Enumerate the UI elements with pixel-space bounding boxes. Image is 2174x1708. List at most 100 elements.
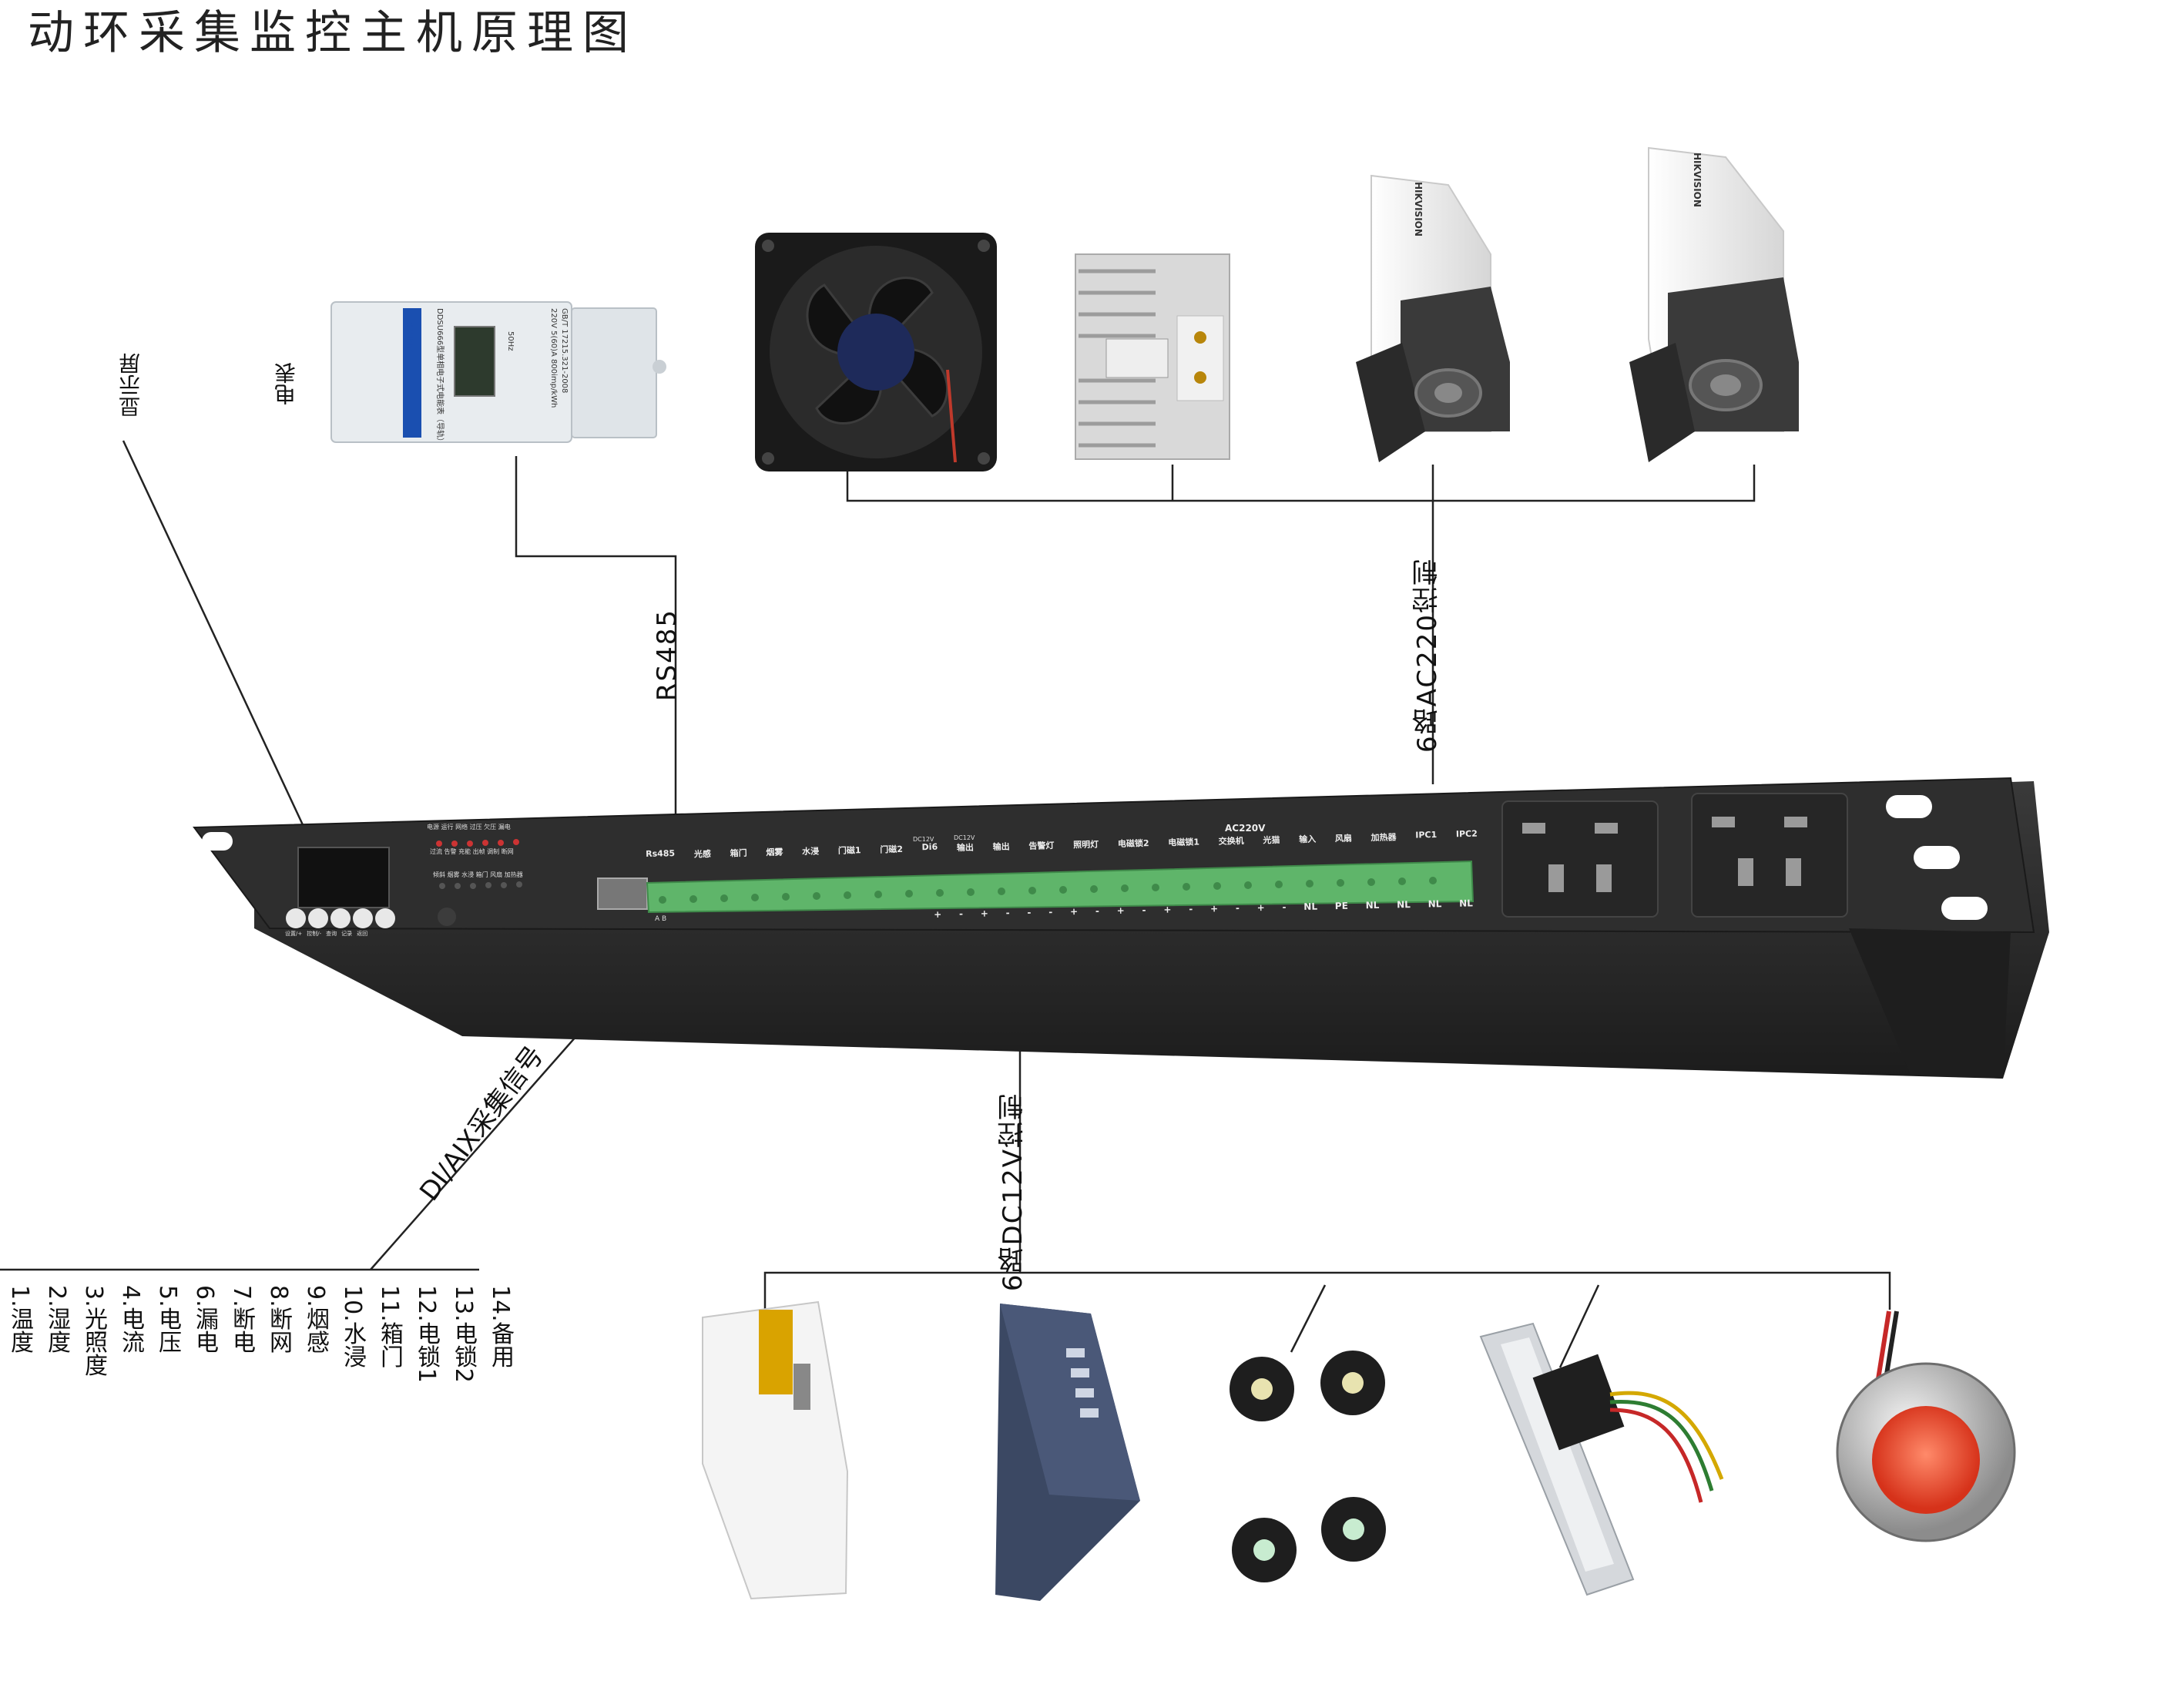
signal-item: 5.电压 [154, 1285, 181, 1354]
line-ac-bus [846, 465, 1756, 502]
terminal-label: 水浸 [801, 846, 820, 857]
terminal-label: 门磁2 [880, 844, 904, 855]
power-meter [330, 301, 666, 443]
camera-2-brand: HIKVISION [1692, 153, 1703, 207]
monitor-host-chassis [193, 777, 2049, 1079]
signal-item: 3.光照度 [80, 1285, 107, 1377]
terminal-label: Rs485 [646, 848, 676, 859]
terminal-label: IPC2 [1455, 828, 1478, 840]
polarity-label: NL [1459, 898, 1474, 909]
label-rs485: RS485 [652, 609, 683, 702]
polarity-label: NL [1303, 901, 1318, 912]
terminal-label: 烟雾 [766, 847, 783, 858]
terminal-label: 照明灯 [1072, 839, 1099, 851]
camera-1 [1356, 174, 1510, 462]
terminal-label: 光猫 [1263, 834, 1280, 846]
camera-1-brand: HIKVISION [1413, 182, 1424, 237]
dc12v-label-1: DC12V [913, 836, 934, 843]
polarity-label: + [1209, 903, 1219, 914]
polarity-label: - [1048, 906, 1053, 918]
terminal-label: 交换机 [1218, 836, 1244, 847]
polarity-label: - [1142, 904, 1146, 916]
terminal-label: 输出 [992, 841, 1010, 852]
page-title: 动环采集监控主机原理图 [28, 6, 638, 60]
terminal-label: IPC1 [1415, 829, 1438, 841]
polarity-label: NL [1397, 899, 1411, 911]
terminal-label: 加热器 [1370, 832, 1397, 843]
signal-item: 4.电流 [117, 1285, 144, 1354]
signal-item: 14.备用 [487, 1285, 514, 1368]
polarity-label: - [1027, 907, 1032, 918]
signal-item: 2.湿度 [43, 1285, 70, 1354]
signal-item: 12.电锁1 [413, 1285, 440, 1383]
fan [755, 233, 997, 471]
polarity-label: - [1189, 903, 1193, 915]
terminal-label: 输入 [1298, 834, 1317, 845]
polarity-label: + [1256, 902, 1265, 914]
terminal-label: 光感 [693, 848, 712, 860]
terminal-label: 输出 [956, 842, 975, 854]
signal-item: 6.漏电 [191, 1285, 218, 1354]
meter-freq: 50Hz [506, 331, 515, 351]
polarity-label: NL [1428, 898, 1442, 910]
signal-item: 9.烟感 [302, 1285, 329, 1354]
line-display [122, 440, 312, 842]
signal-item: 10.水浸 [339, 1285, 366, 1368]
polarity-label: - [958, 908, 964, 920]
line-rs485 [515, 456, 677, 867]
line-dc-sensor [1290, 1284, 1327, 1353]
indicator-row-1: 电源 运行 网络 过压 欠压 漏电 [427, 824, 511, 831]
polarity-label: + [980, 908, 989, 919]
polarity-label: - [1282, 901, 1287, 913]
line-dc-lock [1558, 1284, 1600, 1368]
meter-spec: 220V 5(60)A 800imp/kWh [549, 308, 558, 408]
label-display: 显示屏 [118, 353, 143, 418]
ac220v-label: AC220V [1225, 823, 1266, 834]
terminal-label: 箱门 [730, 847, 747, 859]
dc12v-label-2: DC12V [954, 834, 975, 841]
indicator-row-3: 倾斜 烟雾 水浸 箱门 风扇 加热器 [433, 871, 523, 878]
sensors [1230, 1351, 1386, 1582]
polarity-label: + [1069, 906, 1079, 918]
terminal-label: 电磁锁1 [1168, 837, 1200, 848]
signal-item: 11.箱门 [376, 1285, 403, 1368]
rj45-ab-label: A B [655, 915, 667, 923]
polarity-label: - [1095, 905, 1100, 917]
signal-item: 1.温度 [6, 1285, 33, 1354]
terminal-label: Di6 [921, 841, 938, 853]
camera-2 [1629, 146, 1799, 462]
meter-standard: GB/T 17215.321-2008 [560, 308, 569, 394]
optical-modem [702, 1300, 849, 1600]
terminal-label: 门磁1 [837, 845, 861, 856]
terminal-label: 风扇 [1334, 833, 1353, 844]
terminal-label: 告警灯 [1028, 841, 1055, 851]
network-switch [995, 1304, 1140, 1601]
signal-item: 8.断网 [265, 1285, 292, 1354]
button-record[interactable]: 记录 [341, 931, 353, 937]
heater [1075, 253, 1230, 460]
button-query[interactable]: 查询 [326, 931, 337, 937]
button-control[interactable]: 控制/- [307, 931, 322, 937]
signal-item: 13.电锁2 [450, 1285, 477, 1383]
terminal-label: 电磁锁2 [1117, 838, 1149, 850]
polarity-label: NL [1365, 899, 1380, 911]
button-back[interactable]: 返回 [357, 931, 368, 937]
label-ac-control: 6路AC220控制 [1412, 558, 1443, 753]
polarity-label: + [1116, 904, 1125, 917]
polarity-label: - [1235, 902, 1240, 914]
electric-lock [1479, 1322, 1724, 1596]
meter-brand: CHINT [404, 322, 414, 352]
signal-list: 1.温度 2.湿度 3.光照度 4.电流 5.电压 6.漏电 7.断电 8.断网… [6, 1285, 514, 1383]
line-dc-bus [763, 1271, 1891, 1310]
polarity-label: + [934, 908, 942, 920]
button-set[interactable]: 设置/+ [285, 931, 303, 937]
polarity-label: + [1163, 904, 1172, 915]
panel-buttons: 设置/+ 控制/- 查询 记录 返回 [285, 930, 367, 938]
label-meter: 电表 [273, 362, 299, 405]
signal-item: 7.断电 [228, 1285, 255, 1354]
label-dc-control: 6路DC12V控制 [998, 1092, 1028, 1292]
meter-model: DDSU666型单相电子式电能表（导轨） [435, 308, 444, 446]
polarity-label: - [1005, 907, 1010, 919]
polarity-label: PE [1334, 900, 1348, 912]
